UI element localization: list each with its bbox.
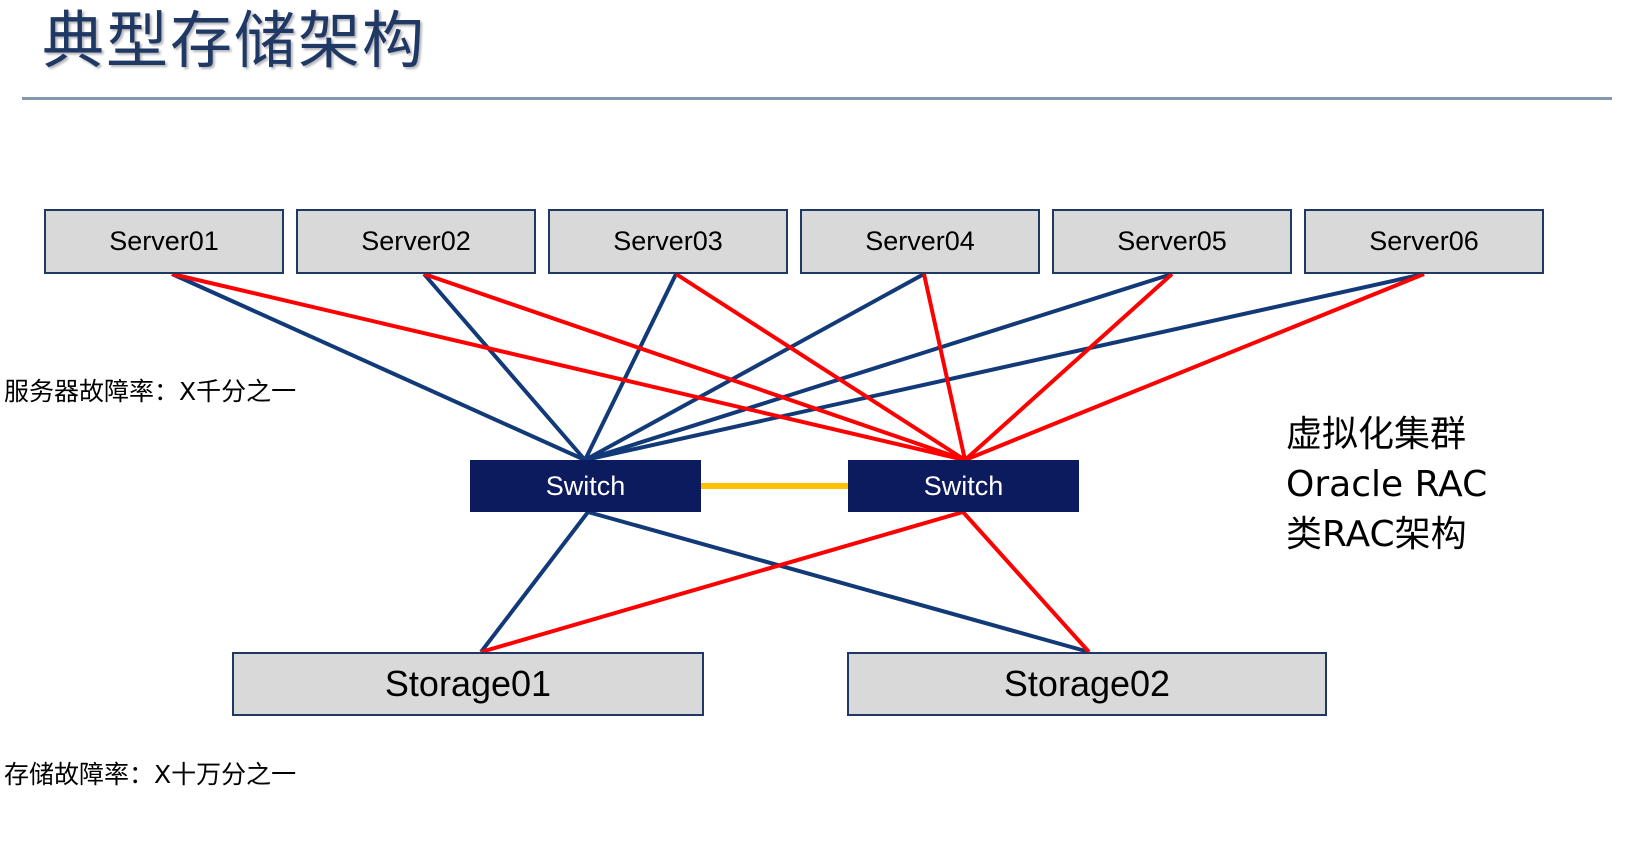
link-server06-to-switch-left [584,272,1425,462]
link-server03-to-switch-left [583,273,678,461]
link-server01-to-switch-left [171,272,586,462]
link-server03-to-switch-right [674,272,967,462]
server-label: Server01 [109,226,219,256]
link-server04-to-switch-left [584,272,925,462]
link-switch-right-to-storage02 [961,510,1091,654]
switch-box-right[interactable]: Switch [848,460,1079,512]
switch-label: Switch [923,470,1004,501]
link-server04-to-switch-right [922,273,967,461]
page-title: 典型存储架构 [42,4,427,77]
server-label: Server03 [613,226,723,256]
server-box-04[interactable]: Server04 [800,209,1040,274]
link-switch-right-to-storage01 [480,510,964,654]
link-server02-to-switch-left [422,272,587,462]
link-switch-left-to-storage02 [587,510,1090,654]
server-box-06[interactable]: Server06 [1304,209,1544,274]
link-server05-to-switch-right [963,272,1174,462]
link-server06-to-switch-right [964,272,1425,462]
link-server05-to-switch-left [584,272,1173,462]
server-label: Server05 [1117,226,1227,256]
server-box-03[interactable]: Server03 [548,209,788,274]
link-switch-left-to-storage01 [479,510,590,654]
switch-label: Switch [545,470,626,501]
storage-box-02[interactable]: Storage02 [847,652,1327,716]
server-failure-rate-label: 服务器故障率：X千分之一 [4,377,297,406]
storage-failure-rate-label: 存储故障率：X十万分之一 [4,760,297,789]
storage-label: Storage02 [1003,663,1171,704]
link-server01-to-switch-right [171,272,966,462]
storage-label: Storage01 [384,663,552,704]
storage-box-01[interactable]: Storage01 [232,652,704,716]
switch-box-left[interactable]: Switch [470,460,701,512]
cluster-line-3: 类RAC架构 [1286,514,1467,555]
cluster-annotation: 虚拟化集群 Oracle RAC 类RAC架构 [1286,410,1487,560]
server-box-05[interactable]: Server05 [1052,209,1292,274]
server-label: Server04 [865,226,975,256]
title-divider [22,97,1612,100]
server-box-02[interactable]: Server02 [296,209,536,274]
server-box-01[interactable]: Server01 [44,209,284,274]
server-label: Server06 [1369,226,1479,256]
link-server02-to-switch-right [423,272,966,462]
cluster-line-1: 虚拟化集群 [1286,414,1467,455]
cluster-line-2: Oracle RAC [1286,464,1488,505]
server-label: Server02 [361,226,471,256]
